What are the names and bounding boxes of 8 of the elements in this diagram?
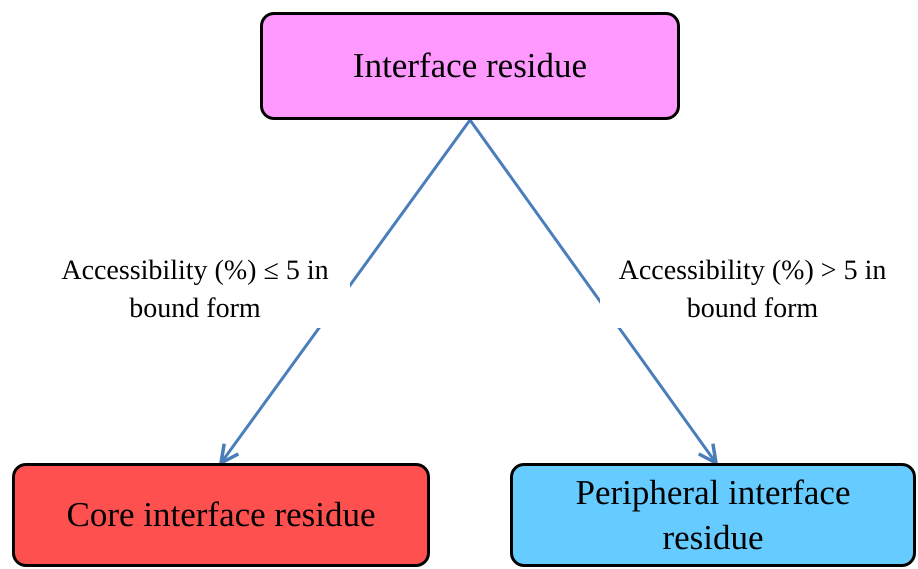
process-box	[12, 463, 430, 567]
arrow	[219, 119, 472, 465]
process-box	[510, 463, 916, 567]
node-label: Core interface residue	[66, 494, 376, 536]
process-box	[260, 12, 680, 120]
node-label: Interface residue	[352, 45, 588, 88]
node-label: Peripheral interface residue	[574, 472, 852, 559]
arrow	[468, 119, 718, 465]
